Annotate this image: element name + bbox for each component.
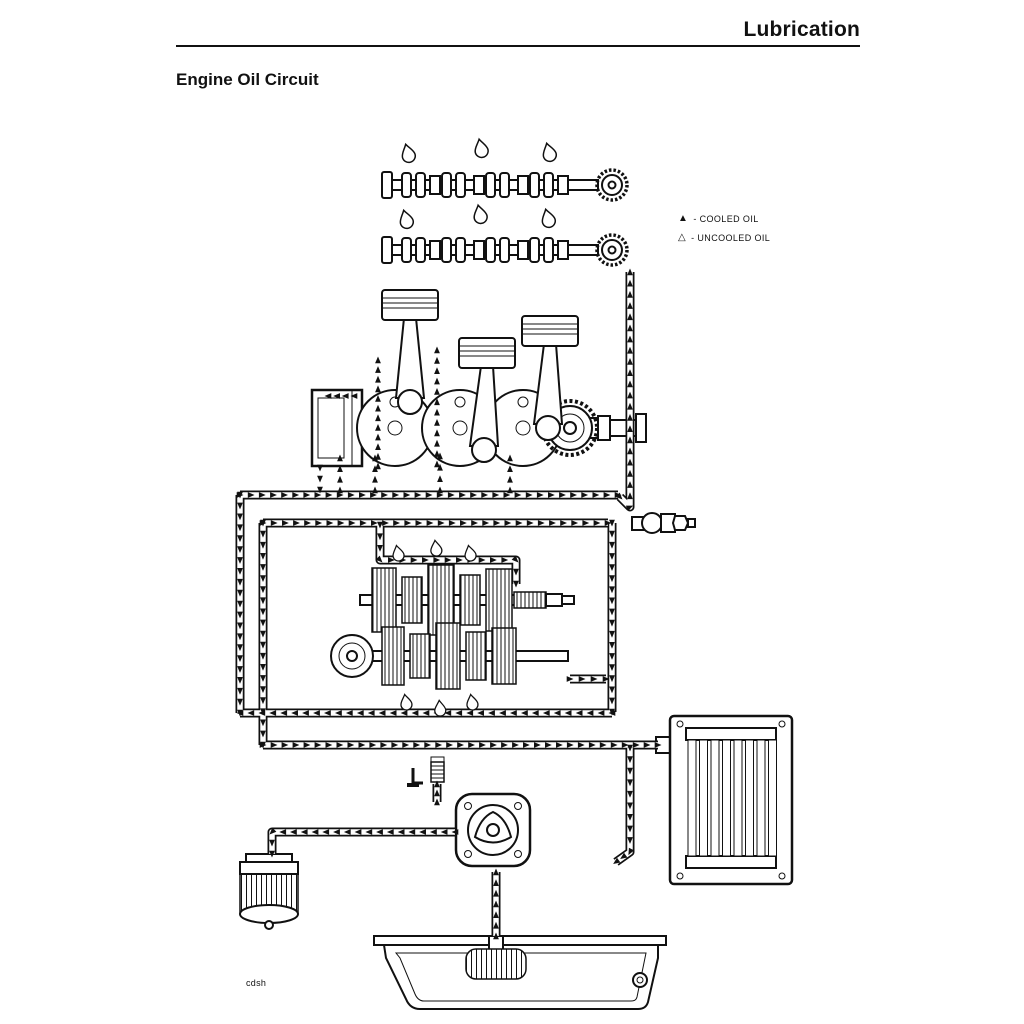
transmission	[330, 564, 575, 690]
oil-pan	[373, 935, 667, 1010]
oil-strainer	[465, 935, 527, 980]
piston-assembly	[458, 337, 516, 463]
legend-item-cooled-oil: ▲ - COOLED OIL	[678, 213, 770, 225]
page-title: Lubrication	[743, 18, 860, 41]
filled-triangle-icon: ▲	[678, 213, 689, 224]
exhaust-camshaft	[380, 168, 629, 202]
transmission-output-gears	[381, 622, 517, 690]
piston-assembly	[381, 289, 439, 415]
intake-camshaft	[380, 233, 629, 267]
artifact-code: cdsh	[246, 978, 267, 988]
pressure-relief-valve	[407, 756, 445, 787]
legend-item-uncooled-oil: △ - UNCOOLED OIL	[678, 232, 771, 244]
open-triangle-icon: △	[678, 232, 687, 243]
oil-cooler	[655, 714, 794, 886]
piston-assembly	[521, 315, 579, 441]
pistons	[381, 289, 579, 463]
alternator-rotor	[310, 388, 364, 468]
legend-label-uncooled: - UNCOOLED OIL	[691, 233, 771, 243]
oil-pressure-switch	[631, 512, 696, 534]
oil-filter	[239, 853, 299, 930]
flow-channel-wall	[267, 827, 455, 854]
oil-flow-channels	[235, 268, 662, 940]
flow-channel-bore	[618, 272, 633, 510]
clutch-hub	[330, 634, 374, 678]
flow-channel-bore	[614, 748, 633, 865]
legend-label-cooled: - COOLED OIL	[693, 214, 759, 224]
header-rule	[176, 45, 860, 47]
machinery	[239, 168, 794, 1010]
section-title: Engine Oil Circuit	[176, 70, 319, 89]
oil-pump	[454, 792, 532, 868]
legend: ▲ - COOLED OIL △ - UNCOOLED OIL	[678, 214, 770, 252]
transmission-input-gears	[371, 564, 575, 636]
drain-plug	[632, 972, 648, 988]
